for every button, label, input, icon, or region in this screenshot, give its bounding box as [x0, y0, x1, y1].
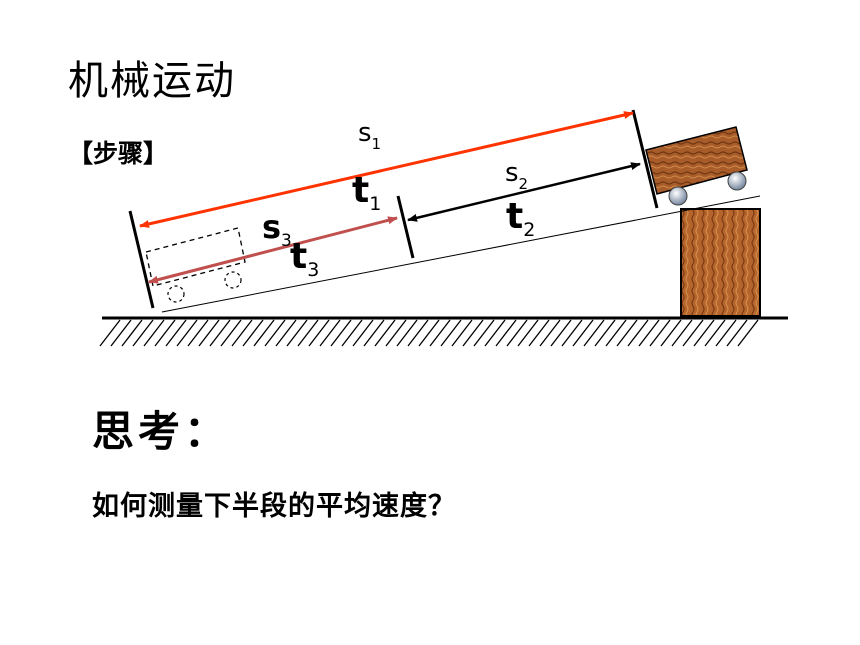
- hatch-line: [638, 319, 660, 347]
- page-title: 机械运动: [68, 58, 236, 104]
- hatch-line: [407, 319, 429, 347]
- hatch-line: [715, 319, 737, 347]
- hatch-line: [143, 319, 165, 347]
- hatch-line: [440, 319, 462, 347]
- hatch-line: [132, 319, 154, 347]
- dashed-wheel-right: [224, 271, 242, 289]
- s1-label: s1: [358, 118, 381, 153]
- hatch-line: [649, 319, 671, 347]
- support-block: [680, 208, 761, 317]
- hatch-line: [198, 319, 220, 347]
- top-cart-wheel-right: [727, 171, 747, 191]
- hatch-line: [583, 319, 605, 347]
- hatch-line: [495, 319, 517, 347]
- dashed-cart-outline: [145, 227, 246, 287]
- hatch-line: [165, 319, 187, 347]
- ground-hatching: [99, 319, 759, 347]
- top-cart-wheel-left: [668, 186, 688, 206]
- hatch-line: [704, 319, 726, 347]
- hatch-line: [99, 319, 121, 347]
- s2-label: s2: [505, 158, 528, 193]
- hatch-line: [671, 319, 693, 347]
- hatch-line: [539, 319, 561, 347]
- hatch-line: [451, 319, 473, 347]
- hatch-line: [231, 319, 253, 347]
- hatch-line: [605, 319, 627, 347]
- think-heading: 思考：: [92, 407, 231, 456]
- hatch-line: [660, 319, 682, 347]
- dashed-wheel-left: [167, 285, 185, 303]
- hatch-line: [121, 319, 143, 347]
- hatch-line: [187, 319, 209, 347]
- hatch-line: [429, 319, 451, 347]
- hatch-line: [550, 319, 572, 347]
- hatch-line: [319, 319, 341, 347]
- hatch-line: [352, 319, 374, 347]
- hatch-line: [242, 319, 264, 347]
- hatch-line: [572, 319, 594, 347]
- t2-label: t2: [506, 196, 535, 241]
- top-cart-body: [645, 126, 748, 195]
- hatch-line: [506, 319, 528, 347]
- hatch-line: [616, 319, 638, 347]
- hatch-line: [363, 319, 385, 347]
- hatch-line: [561, 319, 583, 347]
- hatch-line: [110, 319, 132, 347]
- hatch-line: [297, 319, 319, 347]
- hatch-line: [473, 319, 495, 347]
- hatch-line: [594, 319, 616, 347]
- incline-surface: [161, 195, 761, 313]
- hatch-line: [330, 319, 352, 347]
- top-stop-marker: [631, 109, 659, 209]
- hatch-line: [385, 319, 407, 347]
- hatch-line: [220, 319, 242, 347]
- hatch-line: [462, 319, 484, 347]
- s1-arrow: [139, 111, 634, 228]
- hatch-line: [275, 319, 297, 347]
- hatch-line: [528, 319, 550, 347]
- hatch-line: [341, 319, 363, 347]
- middle-stop-marker: [396, 195, 415, 259]
- hatch-line: [253, 319, 275, 347]
- hatch-line: [418, 319, 440, 347]
- hatch-line: [176, 319, 198, 347]
- hatch-line: [308, 319, 330, 347]
- hatch-line: [627, 319, 649, 347]
- hatch-line: [726, 319, 748, 347]
- hatch-line: [264, 319, 286, 347]
- s2-arrow: [407, 162, 641, 222]
- s3-arrow: [148, 216, 398, 284]
- bottom-stop-marker: [128, 210, 155, 309]
- hatch-line: [396, 319, 418, 347]
- hatch-line: [286, 319, 308, 347]
- hatch-line: [737, 319, 759, 347]
- t3-label: t3: [290, 236, 319, 281]
- hatch-line: [209, 319, 231, 347]
- hatch-line: [374, 319, 396, 347]
- s3-label: s3: [262, 208, 292, 251]
- t1-label: t1: [352, 170, 381, 215]
- question-text: 如何测量下半段的平均速度？: [92, 491, 456, 522]
- hatch-line: [484, 319, 506, 347]
- hatch-line: [517, 319, 539, 347]
- hatch-line: [682, 319, 704, 347]
- hatch-line: [693, 319, 715, 347]
- hatch-line: [154, 319, 176, 347]
